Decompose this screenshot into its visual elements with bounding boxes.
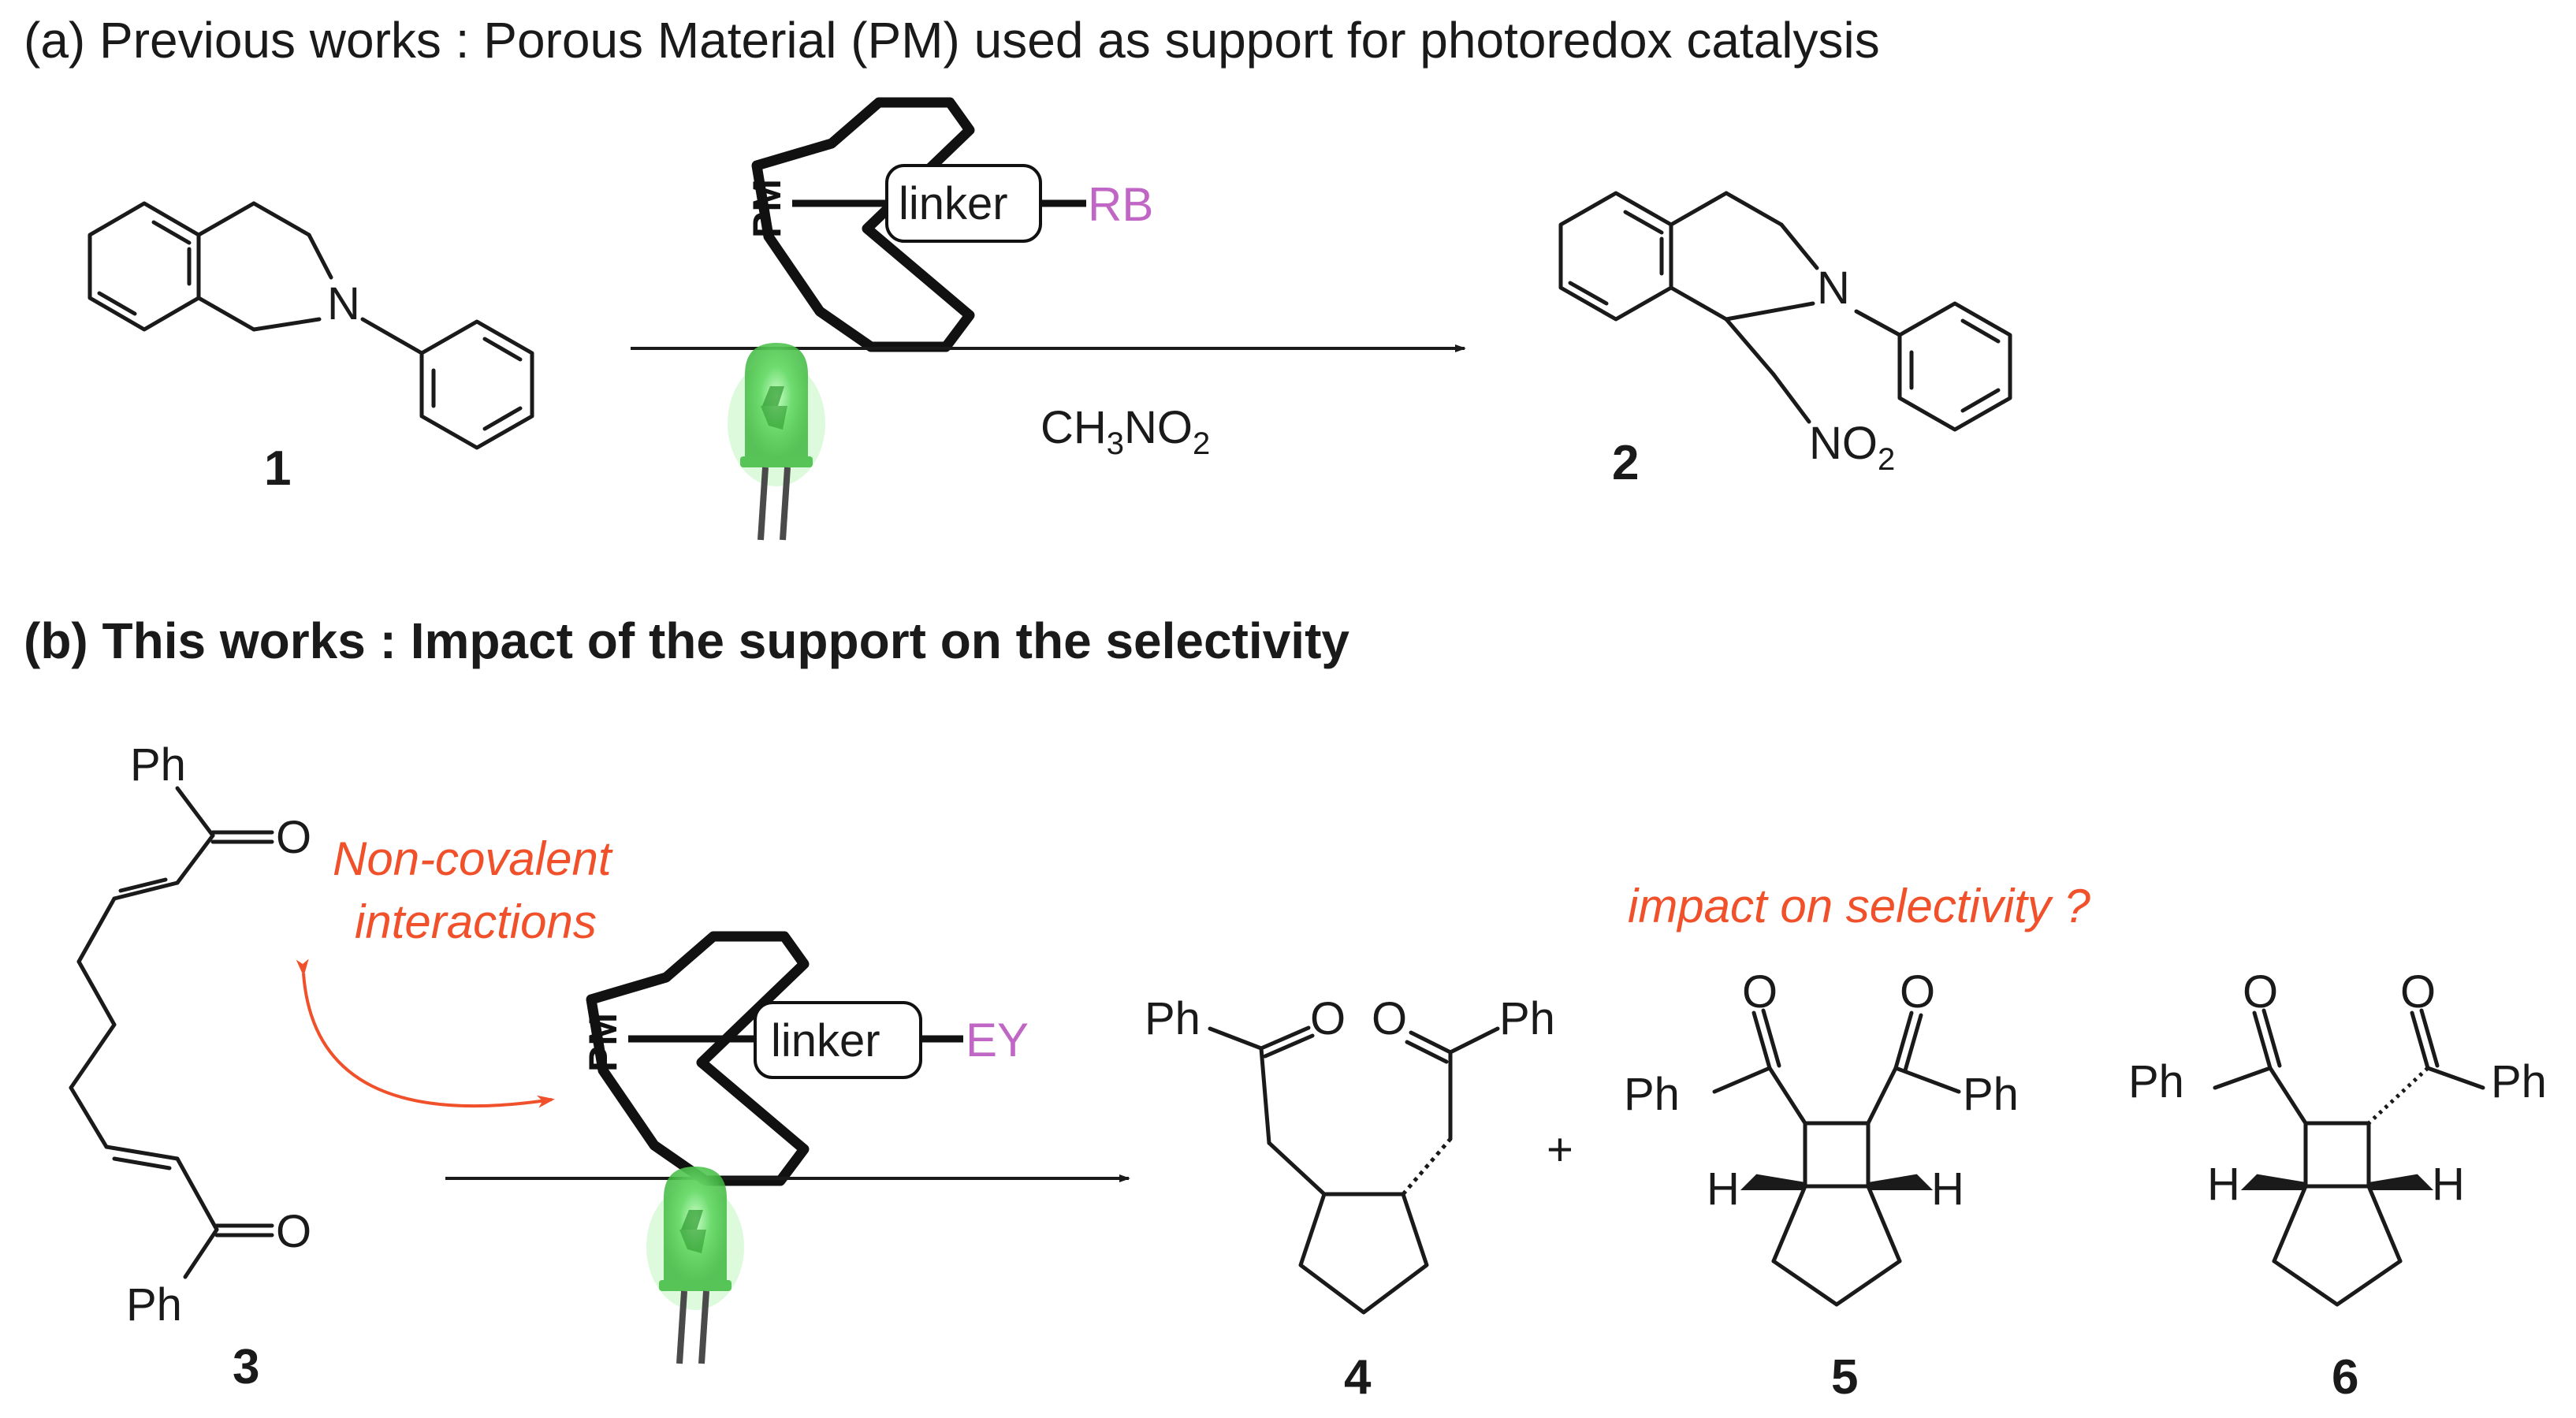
compound-5-o-right: O [1900, 966, 1935, 1018]
compound-1-structure [87, 201, 534, 450]
note-impact-selectivity: impact on selectivity ? [1628, 880, 2091, 932]
compound-4-structure [1208, 1025, 1500, 1315]
compound-1-label: 1 [264, 441, 291, 496]
compound-4-o-right: O [1372, 993, 1407, 1044]
compound-2-n-atom: N [1817, 262, 1850, 314]
compound-6-h-left: H [2207, 1159, 2240, 1210]
compound-5-structure [1712, 1008, 1961, 1307]
plus-sign: + [1547, 1124, 1573, 1175]
compound-3-o-bottom: O [276, 1206, 311, 1257]
compound-4-label: 4 [1344, 1350, 1372, 1405]
linker-label-b: linker [771, 1015, 880, 1066]
curved-double-arrow-icon [296, 958, 555, 1108]
compound-3-label: 3 [233, 1340, 259, 1394]
note-interactions: interactions [355, 895, 597, 948]
compound-5-h-left: H [1707, 1163, 1740, 1215]
compound-5-o-left: O [1742, 966, 1778, 1018]
compound-4-ph-right: Ph [1499, 993, 1555, 1044]
panel-a-heading: (a) Previous works : Porous Material (PM… [24, 12, 1880, 69]
compound-2-label: 2 [1612, 436, 1639, 490]
compound-3-structure [69, 786, 274, 1279]
compound-3-ph-top: Ph [130, 739, 186, 791]
compound-6-o-left: O [2243, 966, 2278, 1018]
compound-3-ph-bottom: Ph [126, 1279, 182, 1331]
note-non-covalent: Non-covalent [333, 832, 613, 885]
compound-6-h-right: H [2432, 1159, 2465, 1210]
compound-5-h-right: H [1931, 1163, 1964, 1215]
green-led-icon [728, 343, 825, 540]
compound-4-o-left: O [1310, 993, 1346, 1044]
compound-5-ph-right: Ph [1963, 1069, 2019, 1120]
compound-6-label: 6 [2332, 1350, 2358, 1405]
compound-3-o-top: O [276, 812, 311, 863]
compound-4-ph-left: Ph [1145, 993, 1201, 1044]
compound-6-o-right: O [2400, 966, 2436, 1018]
dye-ey-label: EY [966, 1014, 1029, 1066]
pm-label-b: PM [581, 1013, 625, 1072]
compound-5-label: 5 [1831, 1350, 1858, 1405]
porous-material-icon-b [586, 931, 810, 1186]
compound-2-structure [1558, 191, 2012, 432]
linker-label-a: linker [899, 178, 1008, 229]
compound-6-ph-right: Ph [2491, 1056, 2547, 1107]
compound-6-ph-left: Ph [2128, 1056, 2184, 1107]
compound-2-nitro-group: NO2 [1809, 418, 1895, 477]
compound-5-ph-left: Ph [1624, 1069, 1680, 1120]
dye-rb-label: RB [1088, 178, 1153, 231]
compound-1-n-atom: N [327, 278, 360, 329]
porous-material-icon [751, 97, 975, 352]
pm-label-a: PM [745, 179, 789, 238]
reagent-ch3no2: CH3NO2 [1040, 402, 1210, 461]
panel-b-heading: (b) This works : Impact of the support o… [24, 612, 1349, 669]
compound-6-structure [2213, 1008, 2485, 1307]
green-led-icon-b [646, 1167, 744, 1364]
